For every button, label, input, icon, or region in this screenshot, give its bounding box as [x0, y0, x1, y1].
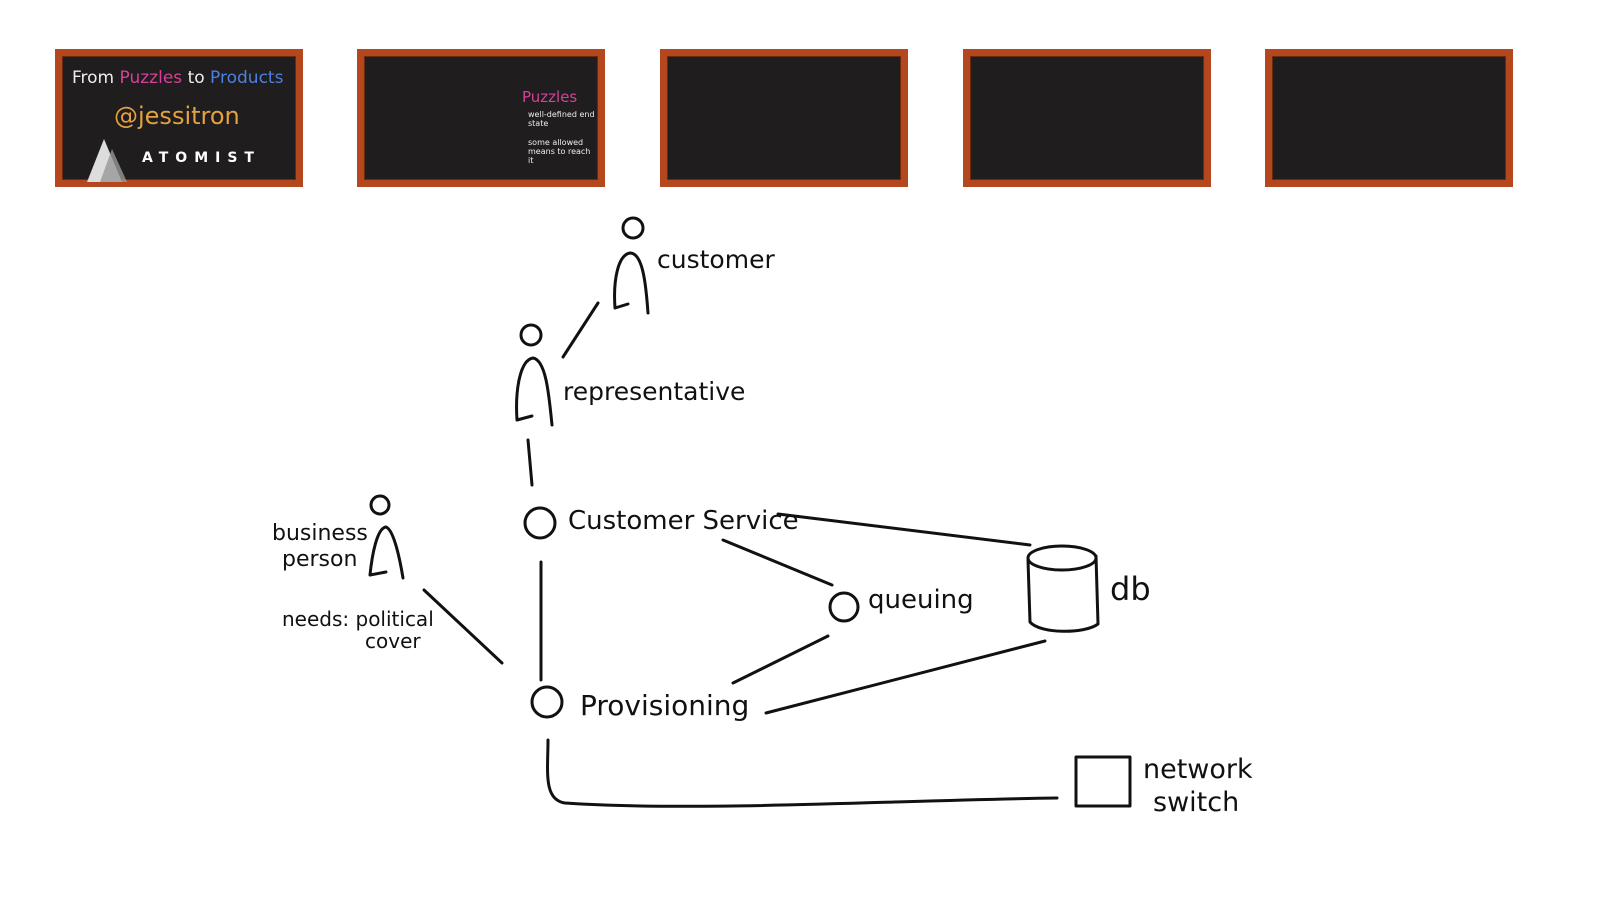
cover-label: cover [365, 629, 421, 653]
slide-thumbnail-4[interactable] [963, 49, 1211, 187]
queuing-node [828, 591, 860, 623]
customer-head-icon [621, 216, 645, 240]
customer-service-label: Customer Service [568, 506, 799, 536]
slide-thumbnail-1[interactable]: From Puzzles to Products @jessitron ATOM… [55, 49, 303, 187]
slide-thumbnail-2[interactable]: Puzzles well-defined end state some allo… [357, 49, 605, 187]
customer-body-icon [613, 251, 650, 315]
representative-head-icon [519, 323, 543, 347]
db-cylinder-icon [1026, 544, 1100, 633]
switch-label: switch [1153, 787, 1239, 818]
bullet-1: well-defined end state [528, 110, 595, 128]
slide-heading: Puzzles [522, 88, 578, 106]
edge-business-provisioning [422, 588, 504, 665]
slide-title: From Puzzles to Products [72, 68, 283, 88]
edge-customer-representative [561, 301, 600, 359]
title-from: From [72, 68, 115, 88]
business-person-body-icon [368, 525, 405, 580]
atomist-logo-icon [87, 139, 127, 182]
business-label: business [272, 521, 368, 546]
representative-body-icon [515, 356, 554, 427]
edge-queuing-provisioning [731, 634, 830, 685]
provisioning-label: Provisioning [580, 689, 749, 722]
queuing-label: queuing [868, 585, 974, 615]
title-puzzles: Puzzles [119, 68, 183, 88]
edge-representative-customer-service [526, 438, 534, 487]
person-label: person [282, 547, 357, 572]
edge-cs-db [776, 512, 1032, 547]
business-person-head-icon [369, 494, 391, 516]
edge-provisioning-switch [546, 738, 1059, 808]
bullet-2: some allowed means to reach it [528, 138, 591, 165]
needs-label: needs: political [282, 607, 434, 631]
network-switch-icon [1074, 755, 1132, 808]
customer-label: customer [657, 245, 775, 274]
edge-provisioning-db [764, 639, 1047, 715]
slide-handle: @jessitron [114, 102, 240, 130]
representative-label: representative [563, 377, 745, 406]
db-label: db [1110, 570, 1151, 608]
title-products: Products [210, 68, 284, 88]
slide-thumbnail-3[interactable] [660, 49, 908, 187]
brand-wordmark: ATOMIST [142, 150, 261, 166]
title-to: to [187, 68, 205, 88]
customer-service-node [523, 506, 557, 540]
edge-cs-queuing [721, 538, 834, 587]
slide-thumbnail-5[interactable] [1265, 49, 1513, 187]
network-label: network [1143, 754, 1253, 785]
provisioning-node [530, 685, 564, 719]
